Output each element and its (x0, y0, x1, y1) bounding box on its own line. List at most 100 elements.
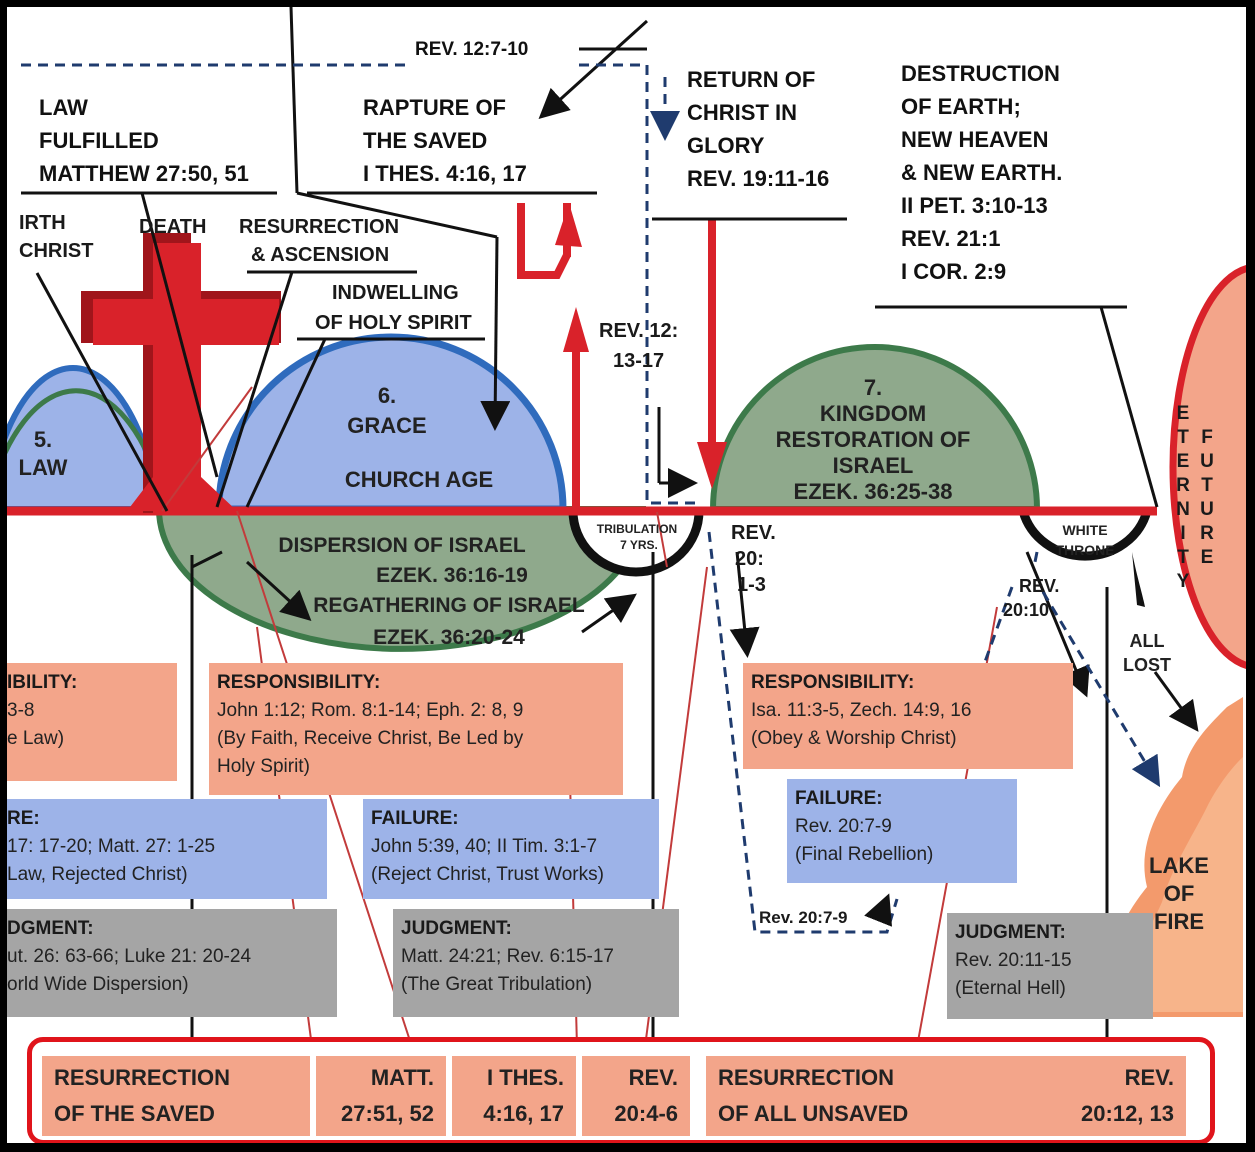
rev-20-12-cell: REV. 20:12, 13 (1006, 1056, 1186, 1136)
box-line: (The Great Tribulation) (401, 974, 593, 995)
eternity-future-oval (1169, 265, 1246, 669)
box-line: Rev. 20:11-15 (955, 950, 1072, 971)
responsibility-law-box: IBILITY: 3-8 e Law) (7, 663, 177, 781)
box-heading: DGMENT: (7, 918, 94, 939)
judgment-kingdom-box: JUDGMENT: Rev. 20:11-15 (Eternal Hell) (947, 913, 1153, 1019)
box-heading: RE: (7, 808, 40, 829)
church-age-label: CHURCH AGE (345, 467, 493, 492)
failure-law-box: RE: 17: 17-20; Matt. 27: 1-25 Law, Rejec… (7, 799, 327, 899)
cell-line: 20:12, 13 (1081, 1101, 1174, 1126)
vertical-letter: N (1176, 499, 1190, 520)
vertical-letter: T (1177, 547, 1189, 568)
rev-20-7-small-label: Rev. 20:7-9 (759, 908, 848, 927)
resurrection-ascension-label: RESURRECTION& ASCENSION (239, 216, 399, 266)
rev-20-1-label: REV.20:1-3 (731, 522, 776, 596)
box-heading: FAILURE: (371, 808, 459, 829)
vertical-letter: I (1180, 523, 1185, 544)
vertical-letter: U (1200, 451, 1214, 472)
matt-cell: MATT. 27:51, 52 (316, 1056, 446, 1136)
cell-line: REV. (1124, 1065, 1174, 1090)
vertical-letter: R (1200, 523, 1214, 544)
judgment-grace-box: JUDGMENT: Matt. 24:21; Rev. 6:15-17 (The… (393, 909, 679, 1017)
vertical-letter: T (1201, 475, 1213, 496)
box-line: 17: 17-20; Matt. 27: 1-25 (7, 836, 216, 857)
rapture-arrow (517, 203, 589, 511)
grace-circle-label: 6.GRACE (347, 383, 426, 438)
cross-icon (81, 233, 281, 513)
cell-line: RESURRECTION (718, 1065, 895, 1090)
box-heading: RESPONSIBILITY: (751, 672, 915, 693)
rev-12-7-label: REV. 12:7-10 (415, 39, 528, 60)
rev-12-13-label: REV. 12:13-17 (599, 320, 678, 372)
vertical-letter: R (1176, 475, 1190, 496)
vertical-letter: F (1201, 427, 1213, 448)
cell-line: I THES. (486, 1065, 564, 1090)
box-line: Isa. 11:3-5, Zech. 14:9, 16 (751, 700, 972, 721)
vertical-letter: E (1201, 547, 1214, 568)
box-line: 3-8 (7, 700, 35, 721)
cell-line: OF ALL UNSAVED (718, 1101, 909, 1126)
box-line: Rev. 20:7-9 (795, 816, 892, 837)
box-line: Holy Spirit) (217, 756, 310, 777)
box-heading: JUDGMENT: (955, 922, 1066, 943)
resurrection-highlight-bar: RESURRECTION OF THE SAVED MATT. 27:51, 5… (27, 1037, 1215, 1143)
box-line: John 1:12; Rom. 8:1-14; Eph. 2: 8, 9 (217, 700, 524, 721)
rev-20-4-cell: REV. 20:4-6 (582, 1056, 690, 1136)
cell-line: 20:4-6 (614, 1101, 678, 1126)
resurrection-of-saved-cell: RESURRECTION OF THE SAVED (42, 1056, 310, 1136)
box-line: Law, Rejected Christ) (7, 864, 188, 885)
cell-line: RESURRECTION (54, 1065, 231, 1090)
vertical-letter: Y (1177, 571, 1190, 592)
vertical-letter: T (1177, 427, 1189, 448)
responsibility-kingdom-box: RESPONSIBILITY: Isa. 11:3-5, Zech. 14:9,… (743, 663, 1073, 769)
box-heading: JUDGMENT: (401, 918, 512, 939)
cell-line: MATT. (370, 1065, 434, 1090)
box-line: (Reject Christ, Trust Works) (371, 864, 604, 885)
failure-kingdom-box: FAILURE: Rev. 20:7-9 (Final Rebellion) (787, 779, 1017, 883)
box-line: John 5:39, 40; II Tim. 3:1-7 (371, 836, 598, 857)
rev-20-10-label: REV.20:10 (1003, 576, 1059, 620)
box-heading: FAILURE: (795, 788, 883, 809)
box-line: orld Wide Dispersion) (7, 974, 189, 995)
tribulation-semicircle (568, 506, 704, 577)
responsibility-grace-box: RESPONSIBILITY: John 1:12; Rom. 8:1-14; … (209, 663, 623, 795)
return-arrow (697, 219, 727, 489)
box-line: e Law) (7, 728, 65, 749)
box-line: (By Faith, Receive Christ, Be Led by (217, 728, 524, 749)
white-throne-semicircle (1017, 506, 1153, 561)
box-heading: RESPONSIBILITY: (217, 672, 381, 693)
vertical-letter: E (1177, 403, 1190, 424)
vertical-letter: U (1200, 499, 1214, 520)
cell-line: 27:51, 52 (341, 1101, 434, 1126)
failure-grace-box: FAILURE: John 5:39, 40; II Tim. 3:1-7 (R… (363, 799, 659, 899)
thes-cell: I THES. 4:16, 17 (452, 1056, 576, 1136)
cell-line: 4:16, 17 (483, 1101, 564, 1126)
kingdom-dispensation-circle (709, 344, 1041, 512)
box-heading: IBILITY: (7, 672, 78, 693)
box-line: (Obey & Worship Christ) (751, 728, 957, 749)
law-circle-label: 5.LAW (19, 427, 68, 480)
judgment-law-box: DGMENT: ut. 26: 63-66; Luke 21: 20-24 or… (7, 909, 337, 1017)
vertical-letter: E (1177, 451, 1190, 472)
box-line: Matt. 24:21; Rev. 6:15-17 (401, 946, 614, 967)
resurrection-of-unsaved-cell: RESURRECTION OF ALL UNSAVED (706, 1056, 1006, 1136)
cell-line: OF THE SAVED (54, 1101, 215, 1126)
box-line: (Final Rebellion) (795, 844, 934, 865)
cell-line: REV. (628, 1065, 678, 1090)
box-line: ut. 26: 63-66; Luke 21: 20-24 (7, 946, 252, 967)
